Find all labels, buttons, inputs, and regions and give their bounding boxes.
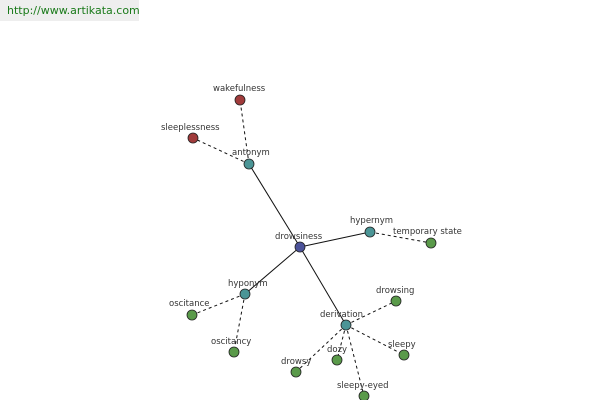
source-url-label[interactable]: http://www.artikata.com <box>0 0 140 21</box>
node-layer: antonym wakefulness sleeplessness hypernymt… <box>161 84 462 400</box>
word-oscitance-marker[interactable] <box>186 309 198 321</box>
relation-derivation-label: derivation <box>320 310 363 320</box>
edge-antonym-wakefulness <box>239 99 250 165</box>
edge-derivation-sleepy <box>345 324 405 356</box>
edge-derivation-dozy <box>336 324 347 361</box>
word-oscitance-label: oscitance <box>169 299 210 309</box>
word-wakefulness-marker[interactable] <box>234 94 246 106</box>
word-oscitancy-node[interactable]: oscitancy <box>211 337 251 358</box>
edge-drowsiness-hypernym <box>299 231 371 248</box>
relation-hyponym-node[interactable]: hyponym <box>228 279 268 300</box>
relation-hyponym-marker[interactable] <box>239 288 251 300</box>
edge-drowsiness-derivation <box>299 246 347 326</box>
word-oscitancy-marker[interactable] <box>228 346 240 358</box>
edge-hypernym-temporary-state <box>369 231 432 244</box>
word-drowsing-label: drowsing <box>376 286 414 296</box>
word-dozy-label: dozy <box>327 345 347 355</box>
relation-hypernym-marker[interactable] <box>364 226 376 238</box>
edge-layer <box>191 99 432 397</box>
word-drowsing-marker[interactable] <box>390 295 402 307</box>
relation-hypernym-label: hypernym <box>350 216 393 226</box>
center-drowsiness-node[interactable]: drowsiness <box>275 232 323 253</box>
word-sleeplessness-marker[interactable] <box>187 132 199 144</box>
relation-hyponym-label: hyponym <box>228 279 268 289</box>
word-dozy-marker[interactable] <box>331 354 343 366</box>
edge-drowsiness-hyponym <box>244 246 301 295</box>
edge-derivation-sleepy-eyed <box>345 324 365 397</box>
relation-antonym-node[interactable]: antonym <box>232 148 270 170</box>
word-sleepy-marker[interactable] <box>398 349 410 361</box>
word-drowsing-node[interactable]: drowsing <box>376 286 414 307</box>
relation-antonym-marker[interactable] <box>243 158 255 170</box>
word-sleeplessness-node[interactable]: sleeplessness <box>161 123 220 144</box>
edge-hyponym-oscitancy <box>233 293 246 353</box>
word-dozy-node[interactable]: dozy <box>327 345 347 366</box>
word-sleepy-eyed-marker[interactable] <box>358 390 370 400</box>
relation-antonym-label: antonym <box>232 148 270 158</box>
word-sleepy-label: sleepy <box>388 340 416 350</box>
edge-antonym-sleeplessness <box>192 137 250 165</box>
word-sleepy-node[interactable]: sleepy <box>388 340 416 361</box>
relation-hypernym-node[interactable]: hypernym <box>350 216 393 238</box>
word-wakefulness-label: wakefulness <box>213 84 266 94</box>
word-sleeplessness-label: sleeplessness <box>161 123 220 133</box>
center-drowsiness-label: drowsiness <box>275 232 323 242</box>
edge-drowsiness-antonym <box>248 163 301 248</box>
word-drowsy-marker[interactable] <box>290 366 302 378</box>
word-temporary-state-label: temporary state <box>393 227 462 237</box>
word-temporary-state-marker[interactable] <box>425 237 437 249</box>
word-drowsy-node[interactable]: drowsy <box>281 357 311 378</box>
relation-derivation-node[interactable]: derivation <box>320 310 363 331</box>
word-drowsy-label: drowsy <box>281 357 311 367</box>
word-sleepy-eyed-node[interactable]: sleepy-eyed <box>337 381 388 400</box>
word-oscitance-node[interactable]: oscitance <box>169 299 210 321</box>
word-oscitancy-label: oscitancy <box>211 337 251 347</box>
relation-derivation-marker[interactable] <box>340 319 352 331</box>
center-drowsiness-marker[interactable] <box>294 241 306 253</box>
word-wakefulness-node[interactable]: wakefulness <box>213 84 266 106</box>
word-sleepy-eyed-label: sleepy-eyed <box>337 381 388 391</box>
word-temporary-state-node[interactable]: temporary state <box>393 227 462 249</box>
